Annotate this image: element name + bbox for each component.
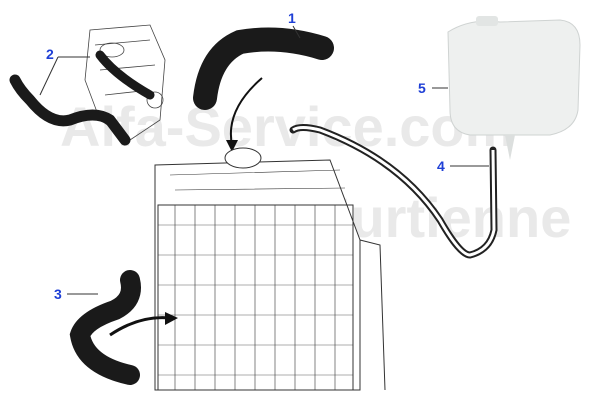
arrow-1 xyxy=(229,77,263,146)
callout-1: 1 xyxy=(288,10,296,26)
callout-3: 3 xyxy=(54,286,62,302)
hose-2 xyxy=(9,74,131,146)
callout-5: 5 xyxy=(418,80,426,96)
leader-lines xyxy=(39,25,489,295)
arrow-3 xyxy=(109,316,171,337)
hose-3 xyxy=(69,270,141,385)
hose-1 xyxy=(193,27,334,110)
expansion-tank xyxy=(447,16,581,160)
radiator-cap xyxy=(224,147,262,169)
watermark-line-1: Alfa-Service.com xyxy=(60,95,515,158)
callout-2: 2 xyxy=(46,46,54,62)
radiator xyxy=(154,147,386,391)
callout-4: 4 xyxy=(437,158,445,174)
